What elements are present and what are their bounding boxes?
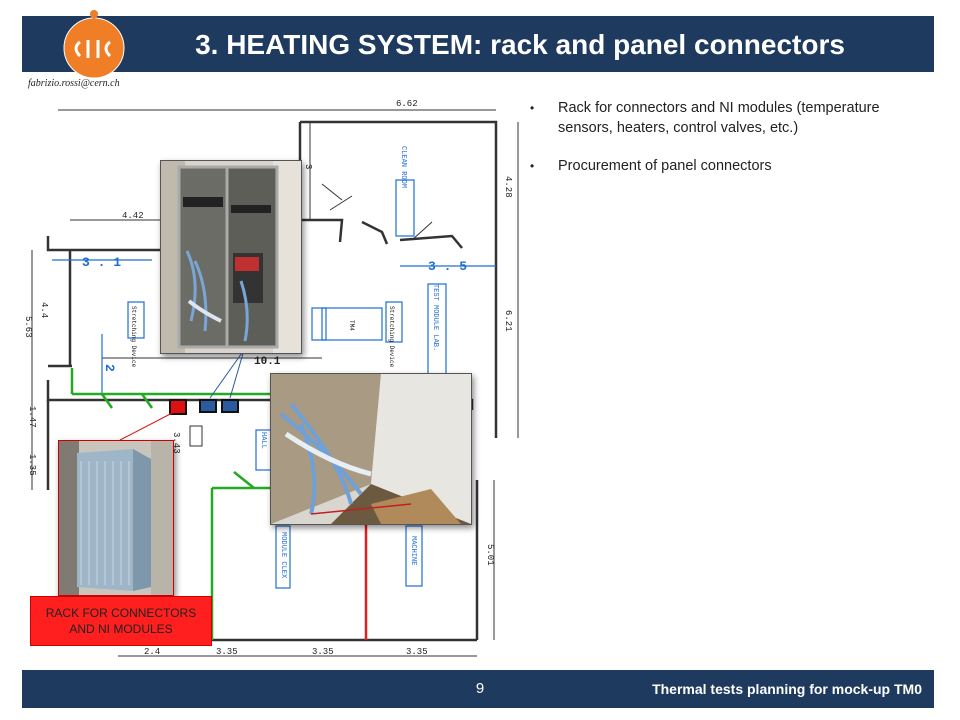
dim-44: 4.4	[39, 302, 49, 318]
rack-caption-line1: RACK FOR CONNECTORS	[45, 606, 197, 620]
bullet-item: • Rack for connectors and NI modules (te…	[522, 98, 932, 138]
dim-335b: 3.35	[312, 647, 334, 657]
author-email: fabrizio.rossi@cern.ch	[28, 78, 120, 89]
room-test-module-lab: TEST MODULE LAB.	[431, 284, 439, 351]
room-clean: CLEAN ROOM	[399, 146, 407, 188]
dim-101: 10.1	[254, 356, 281, 368]
dim-662: 6.62	[396, 99, 418, 109]
bullet-list: • Rack for connectors and NI modules (te…	[522, 98, 932, 194]
label-stretching-device-a: Stretching Device	[130, 306, 137, 368]
dim-24: 2.4	[144, 647, 160, 657]
dim-442: 4.42	[122, 211, 144, 221]
rack-caption-line2: AND NI MODULES	[69, 622, 173, 636]
cables-photo	[270, 373, 472, 525]
header-bar	[22, 16, 934, 72]
dim-501: 5.01	[485, 544, 495, 566]
bullet-dot-icon: •	[530, 101, 535, 115]
dim-2: 2	[102, 364, 117, 372]
floor-plan: 6.62 4.28 4.42 6.21 4.4 5.63 1.47 1.35 5…	[23, 99, 519, 657]
label-tm4: TM4	[348, 320, 355, 331]
footer-bar	[22, 670, 934, 708]
dim-135: 1.35	[27, 454, 37, 476]
bullet-text: Rack for connectors and NI modules (temp…	[558, 100, 880, 136]
dim-335c: 3.35	[406, 647, 428, 657]
bullet-dot-icon: •	[530, 159, 535, 173]
dim-335a: 3.35	[216, 647, 238, 657]
dim-31: 3 . 1	[82, 255, 121, 270]
dim-3: 3	[303, 164, 313, 169]
room-hall: HALL	[259, 432, 267, 449]
label-stretching-device-b: Stretching Device	[388, 306, 395, 368]
page-number: 9	[475, 680, 485, 697]
footer-title: Thermal tests planning for mock-up TM0	[652, 681, 922, 697]
rack-caption: RACK FOR CONNECTORS AND NI MODULES	[30, 596, 212, 646]
dim-147: 1.47	[27, 406, 37, 428]
bullet-item: • Procurement of panel connectors	[522, 156, 932, 176]
rack-interior-photo	[160, 160, 302, 354]
dim-35: 3 . 5	[428, 259, 467, 274]
dim-621: 6.21	[503, 310, 513, 332]
closed-rack-photo	[58, 440, 174, 596]
dim-343: 3.43	[171, 432, 181, 454]
dim-563: 5.63	[23, 316, 33, 338]
bullet-text: Procurement of panel connectors	[558, 158, 772, 174]
clic-logo	[63, 10, 125, 79]
room-machine: MACHINE	[409, 536, 417, 565]
slide-title: 3. HEATING SYSTEM: rack and panel connec…	[195, 29, 845, 60]
dim-428: 4.28	[503, 176, 513, 198]
room-module-clex: MODULE CLEX	[279, 532, 287, 579]
